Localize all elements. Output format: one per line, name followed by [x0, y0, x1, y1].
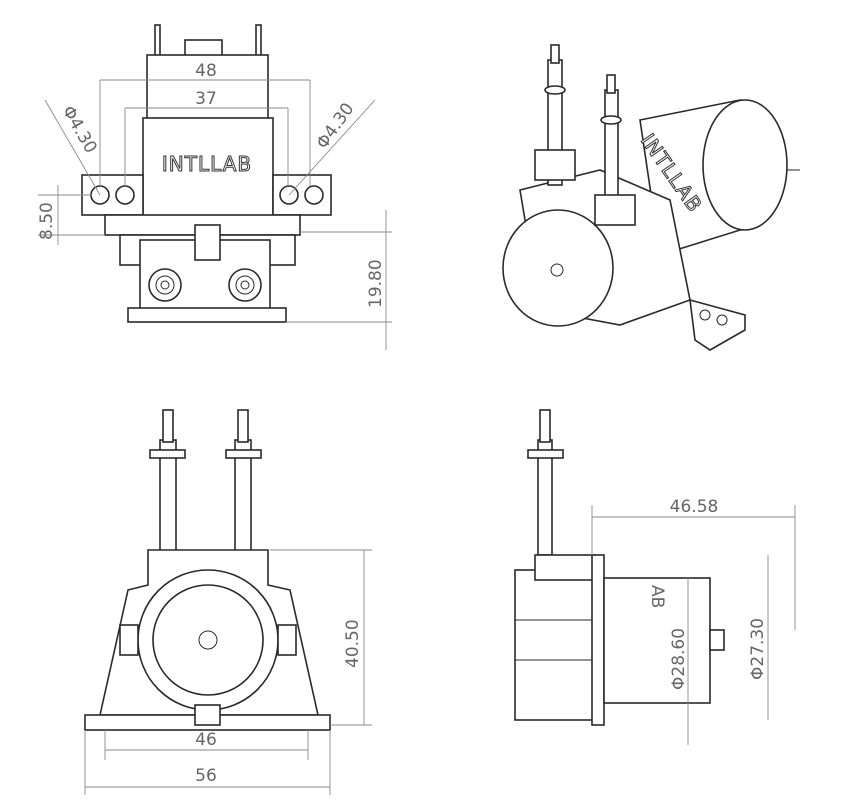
front-view: 46 56 40.50	[84, 409, 372, 795]
dim-front-56: 56	[195, 766, 217, 786]
dim-front-height: 40.50	[343, 619, 363, 668]
dim-base-height: 19.80	[366, 259, 386, 308]
dim-motor-length: 46.58	[670, 497, 719, 517]
side-brand-label: AB	[647, 585, 667, 608]
dim-cap-diameter: Φ27.30	[748, 618, 768, 680]
brand-label: INTLLAB	[162, 152, 252, 176]
dim-width-48: 48	[195, 61, 217, 81]
dim-width-37: 37	[195, 89, 217, 109]
dim-motor-diameter: Φ28.60	[669, 628, 689, 690]
side-view: AB 46.58 Φ28.60 Φ27.30	[514, 409, 796, 745]
dim-front-46: 46	[195, 730, 217, 750]
isometric-view: INTLLAB	[502, 44, 800, 351]
dim-hole-left: Φ4.30	[58, 103, 101, 157]
dim-hole-height: 8.50	[37, 202, 57, 240]
top-view: INTLLAB 48 37 Φ4.30 Φ4.30 8.50 19.80	[37, 24, 392, 350]
